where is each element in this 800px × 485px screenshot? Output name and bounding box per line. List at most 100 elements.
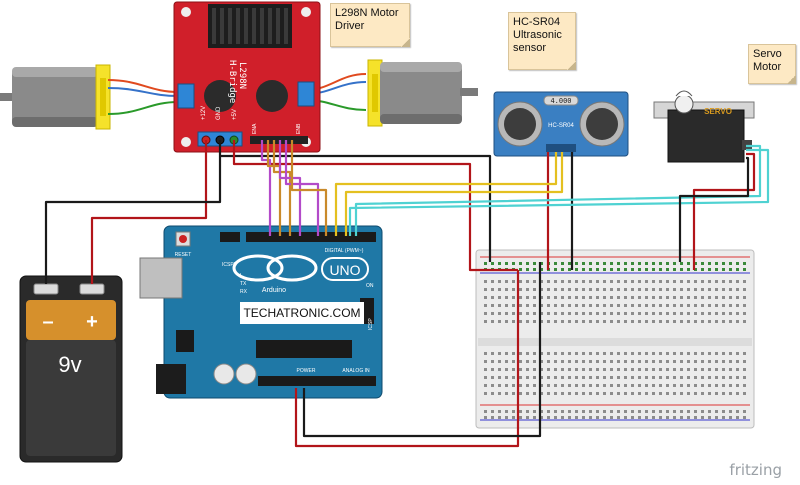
driver-pin-12v: +12V: [201, 106, 207, 120]
breadboard-hole: [498, 416, 501, 419]
breadboard-hole: [596, 352, 599, 355]
breadboard-hole: [708, 280, 711, 283]
breadboard-hole: [512, 376, 515, 379]
breadboard-hole: [505, 304, 508, 307]
breadboard-hole: [540, 360, 543, 363]
breadboard-hole: [540, 296, 543, 299]
breadboard-hole: [666, 376, 669, 379]
breadboard-hole: [708, 392, 711, 395]
breadboard-hole: [652, 304, 655, 307]
breadboard-hole: [610, 280, 613, 283]
breadboard-hole: [666, 262, 669, 265]
breadboard-hole: [631, 410, 634, 413]
right-dc-motor: [367, 59, 478, 127]
breadboard-hole: [736, 268, 739, 271]
breadboard-hole: [715, 280, 718, 283]
breadboard-hole: [617, 296, 620, 299]
breadboard-hole: [624, 304, 627, 307]
breadboard-hole: [498, 312, 501, 315]
breadboard-hole: [505, 312, 508, 315]
breadboard-hole: [729, 410, 732, 413]
breadboard-hole: [680, 410, 683, 413]
breadboard-hole: [701, 384, 704, 387]
breadboard-hole: [708, 288, 711, 291]
breadboard-hole: [631, 384, 634, 387]
breadboard-hole: [736, 320, 739, 323]
breadboard-hole: [701, 288, 704, 291]
breadboard-hole: [484, 304, 487, 307]
breadboard-hole: [540, 262, 543, 265]
breadboard-hole: [694, 392, 697, 395]
breadboard-hole: [610, 410, 613, 413]
breadboard-hole: [540, 312, 543, 315]
breadboard-hole: [743, 262, 746, 265]
breadboard-hole: [659, 268, 662, 271]
breadboard-hole: [638, 288, 641, 291]
breadboard-hole: [582, 376, 585, 379]
arduino-on-label: ON: [366, 283, 374, 289]
wires: [44, 140, 770, 448]
breadboard-hole: [554, 296, 557, 299]
breadboard-hole: [540, 280, 543, 283]
breadboard-hole: [519, 312, 522, 315]
breadboard-hole: [715, 320, 718, 323]
breadboard-hole: [624, 392, 627, 395]
breadboard-hole: [540, 368, 543, 371]
breadboard-hole: [526, 280, 529, 283]
breadboard-hole: [512, 416, 515, 419]
breadboard-hole: [666, 368, 669, 371]
breadboard-hole: [610, 360, 613, 363]
breadboard-hole: [722, 280, 725, 283]
breadboard-hole: [568, 262, 571, 265]
breadboard-hole: [498, 296, 501, 299]
breadboard-hole: [582, 312, 585, 315]
breadboard-hole: [645, 288, 648, 291]
breadboard-hole: [582, 296, 585, 299]
servo-motor: [653, 90, 755, 163]
breadboard-hole: [484, 392, 487, 395]
breadboard-hole: [512, 384, 515, 387]
breadboard-hole: [617, 312, 620, 315]
breadboard-hole: [701, 268, 704, 271]
breadboard-hole: [589, 304, 592, 307]
breadboard-hole: [505, 352, 508, 355]
breadboard-hole: [715, 410, 718, 413]
breadboard-hole: [652, 352, 655, 355]
arduino-analog-label: ANALOG IN: [342, 368, 370, 374]
breadboard-hole: [687, 392, 690, 395]
breadboard-hole: [568, 288, 571, 291]
breadboard-hole: [561, 320, 564, 323]
breadboard-hole: [610, 384, 613, 387]
breadboard-hole: [729, 384, 732, 387]
breadboard-hole: [491, 312, 494, 315]
breadboard-hole: [743, 410, 746, 413]
breadboard-hole: [589, 296, 592, 299]
breadboard-hole: [519, 416, 522, 419]
breadboard-hole: [666, 384, 669, 387]
breadboard-hole: [505, 360, 508, 363]
breadboard-hole: [505, 280, 508, 283]
breadboard-hole: [736, 392, 739, 395]
breadboard-hole: [582, 384, 585, 387]
note-ultrasonic-sensor: HC-SR04 Ultrasonic sensor: [508, 12, 576, 70]
breadboard-hole: [624, 280, 627, 283]
breadboard-hole: [491, 288, 494, 291]
breadboard-hole: [708, 352, 711, 355]
breadboard-hole: [568, 296, 571, 299]
breadboard-hole: [743, 320, 746, 323]
breadboard-hole: [561, 392, 564, 395]
breadboard-hole: [729, 352, 732, 355]
breadboard-hole: [589, 384, 592, 387]
breadboard-hole: [512, 392, 515, 395]
breadboard-hole: [582, 288, 585, 291]
breadboard-hole: [498, 410, 501, 413]
breadboard-hole: [491, 410, 494, 413]
breadboard-hole: [715, 376, 718, 379]
breadboard-hole: [687, 384, 690, 387]
breadboard-hole: [743, 368, 746, 371]
breadboard-hole: [484, 288, 487, 291]
breadboard-hole: [617, 268, 620, 271]
breadboard-hole: [722, 416, 725, 419]
breadboard-hole: [484, 280, 487, 283]
breadboard-hole: [652, 320, 655, 323]
